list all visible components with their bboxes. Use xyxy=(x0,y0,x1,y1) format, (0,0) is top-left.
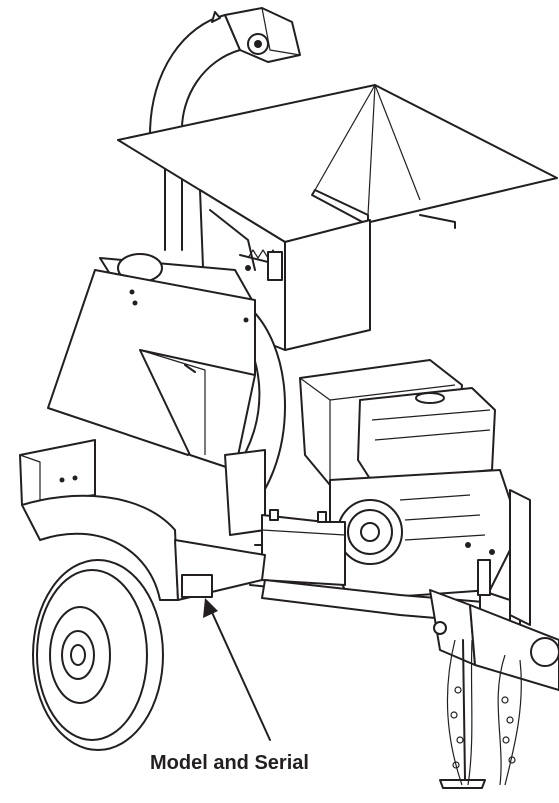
wheel xyxy=(32,559,164,751)
serial-plate xyxy=(181,574,213,598)
tilt-hopper xyxy=(47,269,266,536)
callout-arrow xyxy=(203,598,271,741)
feed-hopper xyxy=(117,84,558,351)
callout-label: Model and Serial xyxy=(150,752,309,774)
control-linkage xyxy=(209,209,283,281)
hitch-assembly xyxy=(429,559,559,789)
engine xyxy=(299,359,521,601)
discharge-chute xyxy=(149,7,301,251)
